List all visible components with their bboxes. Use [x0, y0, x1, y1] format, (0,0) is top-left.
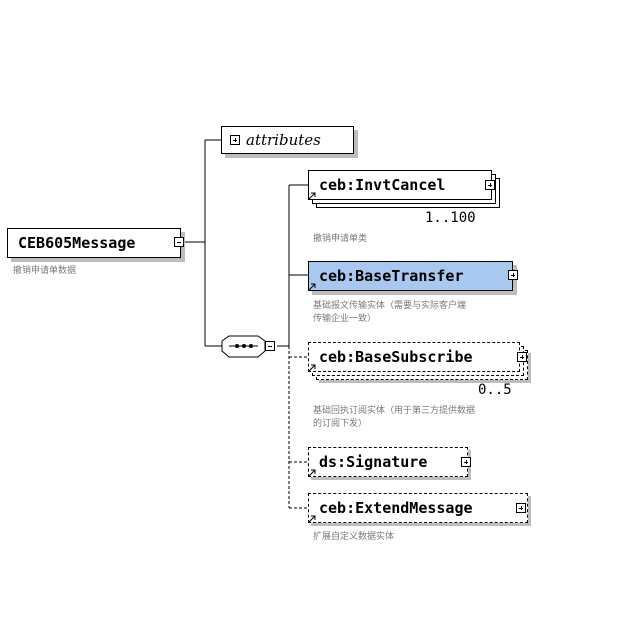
child-signature-name: ds:Signature [319, 453, 428, 471]
child-invtcancel-doc-line: 撤销申请单类 [313, 234, 368, 244]
child-invtcancel-ref-arrow-icon [309, 192, 316, 199]
root-element-box[interactable]: CEB605Message [7, 228, 181, 258]
root-collapse-toggle[interactable] [174, 237, 184, 247]
child-basetransfer-name: ceb:BaseTransfer [319, 267, 464, 285]
child-extendmessage-expand-toggle[interactable] [516, 503, 526, 513]
child-invtcancel-doc: 撤销申请单类 [313, 233, 367, 246]
child-basetransfer-doc-line-2: 传输企业一致） [313, 314, 377, 324]
child-basesubscribe-ref-arrow-icon [309, 364, 316, 371]
child-basetransfer-expand-toggle[interactable] [508, 270, 518, 280]
child-extendmessage-box[interactable]: ceb:ExtendMessage [308, 493, 528, 523]
child-basesubscribe-cardinality: 0..5 [478, 382, 512, 398]
child-extendmessage-doc: 扩展自定义数据实体 [313, 531, 394, 544]
child-invtcancel-expand-toggle[interactable] [485, 180, 495, 190]
child-basetransfer-doc-line-1: 基础报文传输实体（需要与实际客户端 [313, 301, 467, 311]
sequence-collapse-toggle[interactable] [265, 341, 275, 351]
root-doc: 撤销申请单数据 [13, 266, 77, 276]
attributes-expand-toggle[interactable] [230, 135, 240, 145]
child-basetransfer-box[interactable]: ceb:BaseTransfer [308, 261, 513, 291]
child-invtcancel-box[interactable]: ceb:InvtCancel [308, 170, 492, 200]
root-element-name: CEB605Message [18, 234, 136, 252]
child-basesubscribe-name: ceb:BaseSubscribe [319, 348, 473, 366]
child-extendmessage-ref-arrow-icon [309, 515, 316, 522]
child-signature-box[interactable]: ds:Signature [308, 447, 468, 477]
child-signature-ref-arrow-icon [309, 469, 316, 476]
child-invtcancel-cardinality: 1..100 [425, 210, 476, 226]
child-basetransfer-doc: 基础报文传输实体（需要与实际客户端 传输企业一致） [313, 300, 466, 326]
child-basesubscribe-doc-line-1: 基础回执订阅实体（用于第三方提供数据 [313, 406, 476, 416]
attributes-box[interactable]: attributes [221, 126, 354, 154]
child-invtcancel-name: ceb:InvtCancel [319, 176, 446, 194]
child-basetransfer-ref-arrow-icon [309, 283, 316, 290]
child-signature-expand-toggle[interactable] [461, 457, 471, 467]
child-extendmessage-doc-line: 扩展自定义数据实体 [313, 532, 395, 542]
child-basesubscribe-box[interactable]: ceb:BaseSubscribe [308, 342, 520, 372]
sequence-compositor [221, 335, 266, 358]
child-extendmessage-name: ceb:ExtendMessage [319, 499, 473, 517]
child-basesubscribe-doc-line-2: 的订阅下发） [313, 419, 368, 429]
child-basesubscribe-doc: 基础回执订阅实体（用于第三方提供数据 的订阅下发） [313, 405, 475, 431]
child-basesubscribe-expand-toggle[interactable] [517, 352, 527, 362]
attributes-label: attributes [246, 131, 321, 149]
